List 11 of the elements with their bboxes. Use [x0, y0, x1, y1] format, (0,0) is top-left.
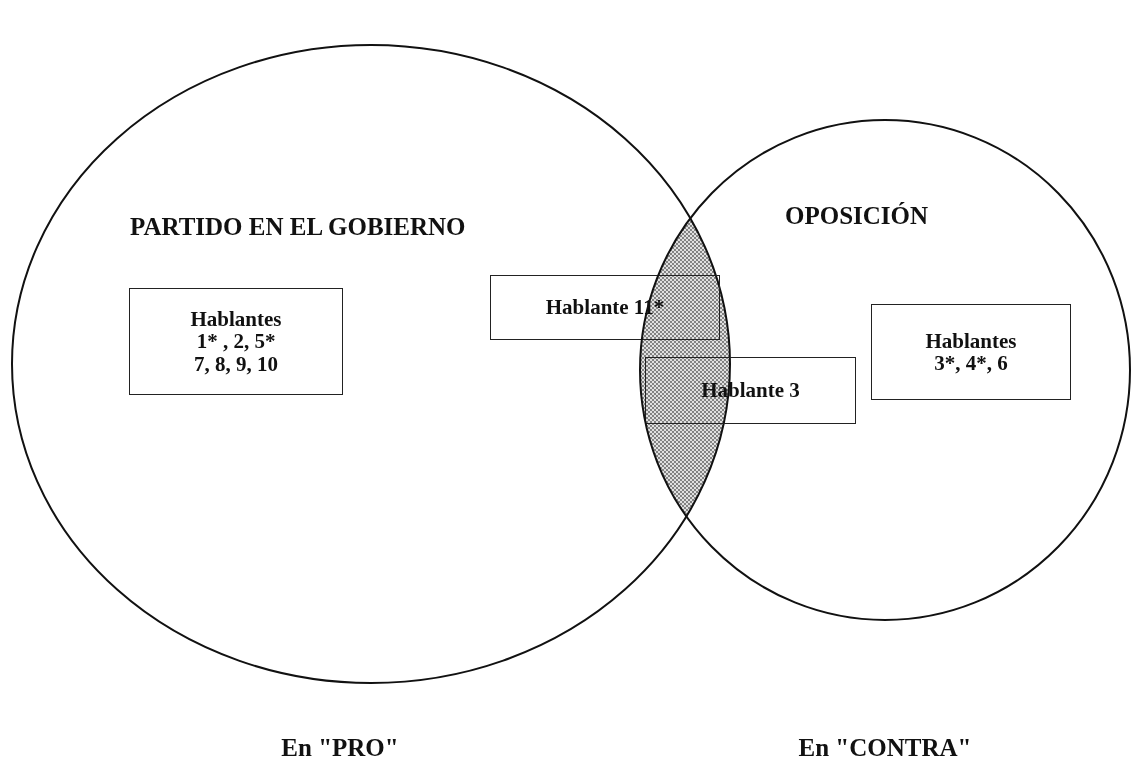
speaker-box — [871, 304, 1071, 400]
set-caption: En "CONTRA" — [798, 734, 972, 761]
set-title: OPOSICIÓN — [785, 202, 929, 230]
set-title: PARTIDO EN EL GOBIERNO — [130, 213, 466, 241]
set-caption: En "PRO" — [281, 734, 399, 761]
speaker-box — [129, 288, 343, 395]
speaker-numbers: 7, 8, 9, 10 — [194, 352, 278, 375]
box-heading: Hablantes — [190, 308, 282, 331]
box-heading: Hablantes — [925, 329, 1017, 352]
speaker-numbers: 3*, 4*, 6 — [934, 352, 1008, 375]
speaker-numbers: 1* , 2, 5* — [196, 330, 276, 353]
